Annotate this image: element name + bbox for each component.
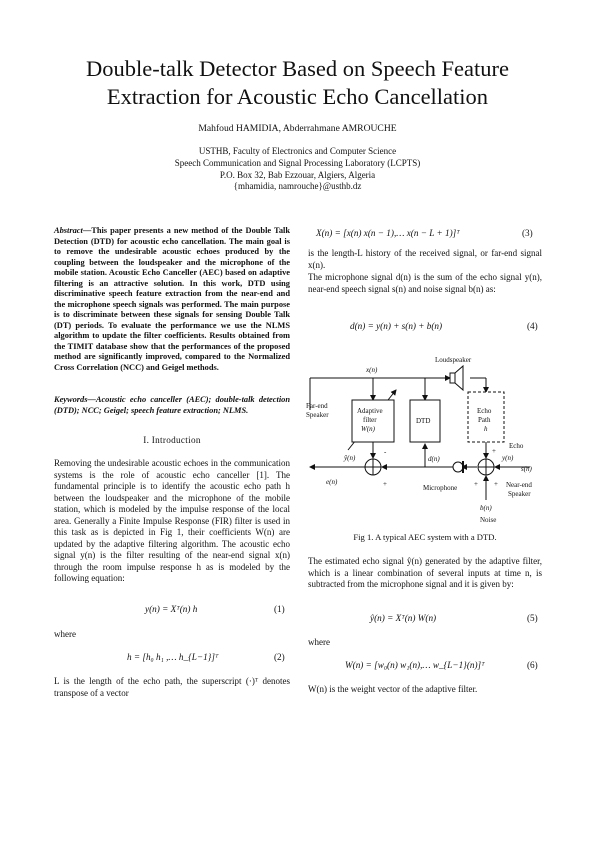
adaptive-filter-box xyxy=(351,399,395,443)
affiliation-line: Speech Communication and Signal Processi… xyxy=(174,157,421,168)
where-text: where xyxy=(308,637,330,647)
equation-number: (4) xyxy=(527,321,538,331)
far-end-label: Far-end xyxy=(306,402,328,410)
paper-title: Double-talk Detector Based on Speech Fea… xyxy=(40,55,555,111)
echo-path-box xyxy=(467,391,505,443)
adaptive-filter-label: filter xyxy=(363,416,377,424)
equation-number: (3) xyxy=(522,228,533,238)
equation-5: ŷ(n) = Xᵀ(n) W(n) xyxy=(370,613,437,623)
affiliation-line: P.O. Box 32, Bab Ezzouar, Algiers, Alger… xyxy=(219,169,376,180)
near-end-label: Near-end xyxy=(506,481,532,489)
body-paragraph: The estimated echo signal ŷ(n) generated… xyxy=(308,556,542,589)
equation-number: (5) xyxy=(527,613,538,623)
echo-label: Echo xyxy=(509,442,524,450)
abstract-text: —This paper presents a new method of the… xyxy=(54,226,290,372)
bn-label: b(n) xyxy=(480,504,492,512)
dtd-label: DTD xyxy=(416,417,430,425)
keywords: Keywords—Acoustic echo canceller (AEC); … xyxy=(54,395,290,415)
abstract-label: Abstract xyxy=(54,226,83,235)
loudspeaker-label: Loudspeaker xyxy=(435,356,472,364)
echo-path-label: h xyxy=(484,425,488,433)
equation-2: h = [h₀ h₁ ,… h_{L−1}]ᵀ xyxy=(127,652,219,662)
equation-4: d(n) = y(n) + s(n) + b(n) xyxy=(350,321,443,331)
plus-sign: + xyxy=(474,480,478,488)
xn-label: x(n) xyxy=(365,366,378,374)
equation-6: W(n) = [w₀(n) w₁(n),… w_{L−1}(n)]ᵀ xyxy=(345,660,485,670)
sn-label: s(n) xyxy=(521,465,533,473)
microphone-icon xyxy=(452,461,464,473)
equation-number: (6) xyxy=(527,660,538,670)
equation-1: y(n) = Xᵀ(n) h xyxy=(145,604,198,614)
adaptive-filter-label: W(n) xyxy=(361,425,376,433)
echo-path-label: Path xyxy=(478,416,491,424)
loudspeaker-icon xyxy=(449,364,464,392)
affiliation: USTHB, Faculty of Electronics and Comput… xyxy=(40,146,555,193)
equation-3: X(n) = [x(n) x(n − 1),… x(n − L + 1)]ᵀ xyxy=(316,228,460,238)
introduction-body: Removing the undesirable acoustic echoes… xyxy=(54,458,290,585)
microphone-label: Microphone xyxy=(423,484,457,492)
noise-label: Noise xyxy=(480,516,496,524)
yn-label: y(n) xyxy=(501,454,514,462)
title-line-1: Double-talk Detector Based on Speech Fea… xyxy=(86,56,509,81)
plus-sign: + xyxy=(492,447,496,455)
body-paragraph: W(n) is the weight vector of the adaptiv… xyxy=(308,684,478,694)
affiliation-line: USTHB, Faculty of Electronics and Comput… xyxy=(198,146,397,156)
title-line-2: Extraction for Acoustic Echo Cancellatio… xyxy=(106,84,489,109)
where-text: where xyxy=(54,629,76,639)
body-paragraph: The microphone signal d(n) is the sum of… xyxy=(308,272,542,294)
aec-system-diagram: Loudspeaker x(n) Far-end Speaker Adaptiv… xyxy=(306,356,533,524)
dtd-box xyxy=(409,399,441,443)
figure-caption: Fig 1. A typical AEC system with a DTD. xyxy=(353,532,497,542)
abstract: Abstract—This paper presents a new metho… xyxy=(54,226,290,373)
minus-sign: - xyxy=(384,448,387,456)
authors: Mahfoud HAMIDIA, Abderrahmane AMROUCHE xyxy=(198,123,397,134)
plus-sign: + xyxy=(383,480,387,488)
body-paragraph: is the length-L history of the received … xyxy=(308,248,542,270)
yhat-label: ŷ(n) xyxy=(343,454,356,462)
far-end-label: Speaker xyxy=(306,411,329,419)
section-heading: I. Introduction xyxy=(143,435,201,445)
intro-paragraph: Removing the undesirable acoustic echoes… xyxy=(54,458,290,583)
adaptive-filter-label: Adaptive xyxy=(357,407,383,415)
en-label: e(n) xyxy=(326,478,338,486)
equation-number: (1) xyxy=(274,604,285,614)
dn-label: d(n) xyxy=(428,455,440,463)
equation-number: (2) xyxy=(274,652,285,662)
plus-sign: + xyxy=(494,480,498,488)
intro-paragraph: L is the length of the echo path, the su… xyxy=(54,676,290,698)
near-end-label: Speaker xyxy=(508,490,531,498)
affiliation-email: {mhamidia, namrouche}@usthb.dz xyxy=(233,181,362,192)
echo-path-label: Echo xyxy=(477,407,492,415)
